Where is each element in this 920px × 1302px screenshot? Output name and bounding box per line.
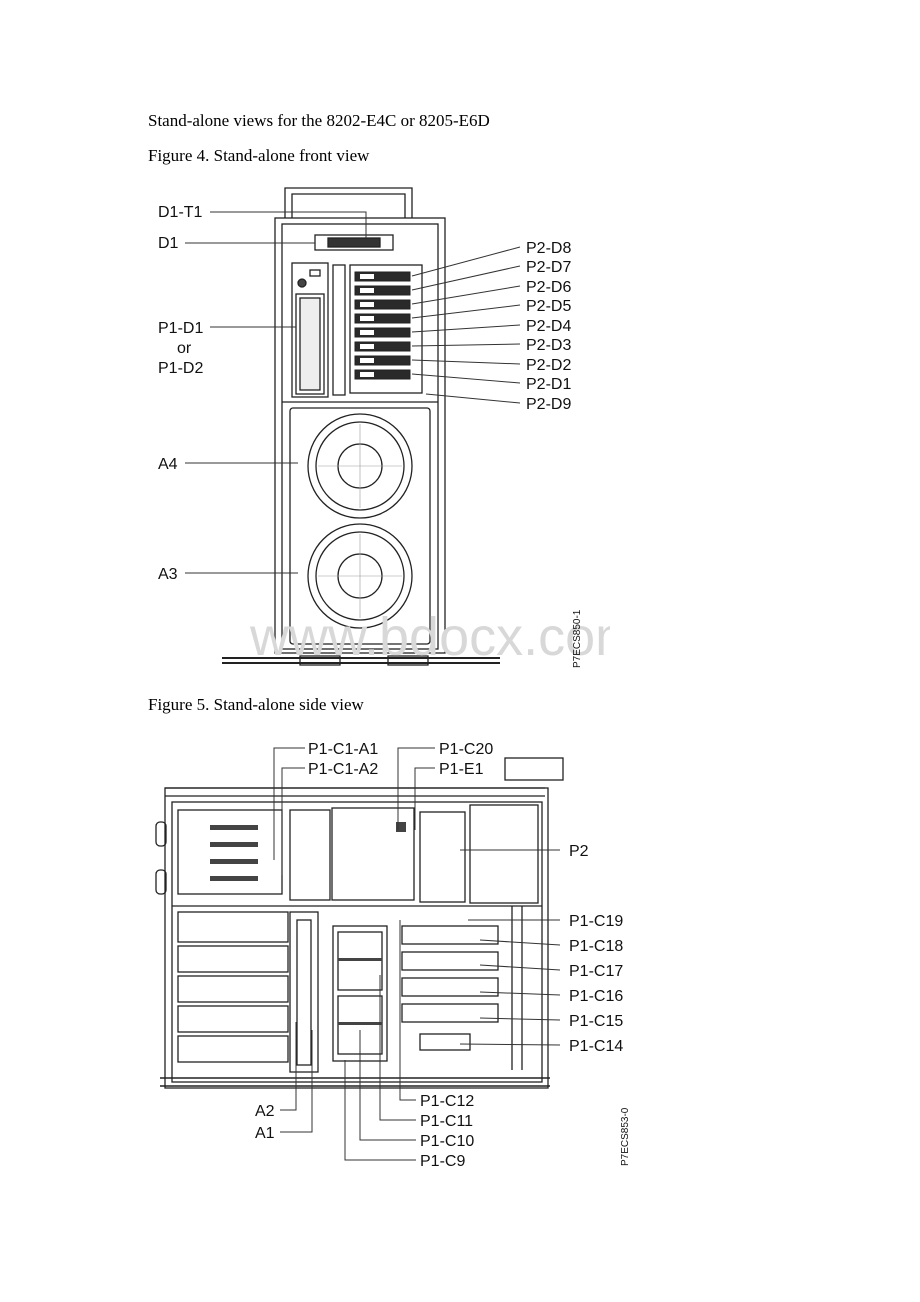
- top-handle: [284, 187, 413, 218]
- media-bay: [291, 262, 329, 398]
- chassis-outline: [164, 787, 549, 1089]
- label-p1-c9: P1-C9: [420, 1153, 465, 1170]
- label-p2-d4: P2-D4: [526, 318, 571, 335]
- watermark: www.bdocx.com: [249, 607, 610, 667]
- label-p1-c16: P1-C16: [569, 988, 623, 1005]
- disk-cage: [349, 264, 423, 394]
- label-p2-d8: P2-D8: [526, 240, 571, 257]
- label-a4: A4: [158, 456, 178, 473]
- figure5-caption: Figure 5. Stand-alone side view: [148, 695, 364, 714]
- label-d1-t1: D1-T1: [158, 204, 203, 221]
- label-p2-d6: P2-D6: [526, 279, 571, 296]
- label-p1-c11: P1-C11: [420, 1113, 473, 1130]
- label-a1: A1: [255, 1125, 275, 1142]
- fan-a4: [307, 413, 413, 519]
- label-p1-c19: P1-C19: [569, 913, 623, 930]
- label-p1-c12: P1-C12: [420, 1093, 474, 1110]
- adapter-card: [177, 911, 289, 943]
- label-p1-d2: P1-D2: [158, 360, 203, 377]
- label-p2-d7: P2-D7: [526, 259, 571, 276]
- disk-cage-p2: [419, 811, 466, 903]
- top-handle: [504, 757, 564, 781]
- chassis-outline: [274, 217, 446, 654]
- pcie-slot-c14: [419, 1033, 471, 1051]
- label-p1-c18: P1-C18: [569, 938, 623, 955]
- label-p2-d3: P2-D3: [526, 337, 571, 354]
- figure5-code: P7ECS853-0: [620, 1107, 631, 1166]
- label-p1-c17: P1-C17: [569, 963, 623, 980]
- document-heading: Stand-alone views for the 8202-E4C or 82…: [148, 111, 490, 130]
- pcie-slot-c16: [401, 977, 499, 997]
- system-board-top: [331, 807, 415, 901]
- label-p1-c1-a1: P1-C1-A1: [308, 741, 378, 758]
- label-p1-c10: P1-C10: [420, 1133, 474, 1150]
- side-view-figure: P1-C1-A1 P1-C1-A2 P1-C20 P1-E1 P2 P1-C19…: [155, 741, 631, 1170]
- front-view-figure: D1-T1 D1 P1-D1 or P1-D2 A4 A3 P2-D8 P2-D…: [158, 187, 610, 668]
- processor-area: [177, 809, 283, 895]
- label-p2-d9: P2-D9: [526, 396, 571, 413]
- label-p1-d1: P1-D1: [158, 320, 203, 337]
- label-p2: P2: [569, 843, 589, 860]
- pcie-slot-c15: [401, 1003, 499, 1023]
- label-p1-c20: P1-C20: [439, 741, 493, 758]
- power-supply-a1: [296, 919, 312, 1066]
- pcie-slot-c17: [401, 951, 499, 971]
- label-p1-c14: P1-C14: [569, 1038, 623, 1055]
- label-a3: A3: [158, 566, 178, 583]
- label-p2-d2: P2-D2: [526, 357, 571, 374]
- label-a2: A2: [255, 1103, 275, 1120]
- fan-module: [289, 407, 431, 645]
- label-p1-e1: P1-E1: [439, 761, 484, 778]
- label-p2-d1: P2-D1: [526, 376, 571, 393]
- figure4-code: P7ECS850-1: [572, 609, 583, 668]
- label-p1-c15: P1-C15: [569, 1013, 623, 1030]
- label-d1: D1: [158, 235, 179, 252]
- pcie-slot-c18: [401, 925, 499, 945]
- fan-a3: [307, 523, 413, 629]
- label-or: or: [177, 340, 192, 357]
- label-p1-c1-a2: P1-C1-A2: [308, 761, 378, 778]
- label-p2-d5: P2-D5: [526, 298, 571, 315]
- figure4-caption: Figure 4. Stand-alone front view: [148, 146, 370, 165]
- power-supply-a2: [289, 911, 319, 1073]
